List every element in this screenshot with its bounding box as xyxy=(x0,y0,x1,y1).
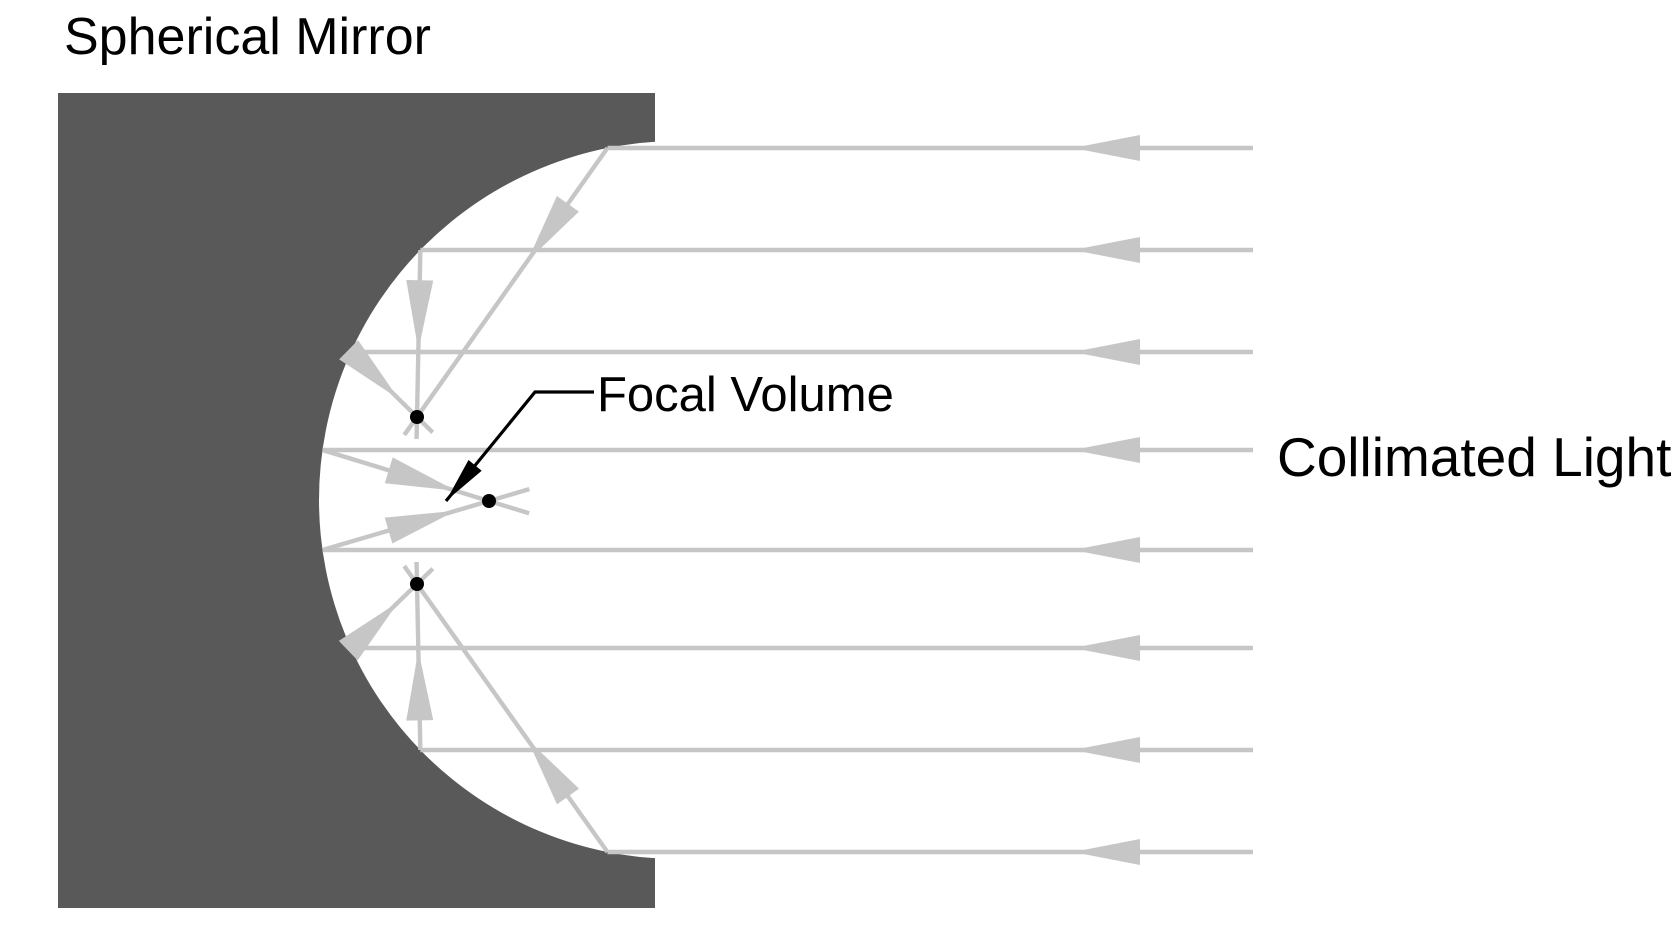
incident-ray-arrowhead xyxy=(1073,737,1140,763)
collimated-light-label: Collimated Light xyxy=(1277,426,1671,488)
incident-ray-arrowhead xyxy=(1073,339,1140,365)
focal-volume-label: Focal Volume xyxy=(597,368,894,422)
reflected-ray-arrowhead xyxy=(384,510,456,544)
incident-ray-arrowhead xyxy=(1073,437,1140,463)
reflected-ray-arrowhead xyxy=(527,739,580,805)
focal-point-dot xyxy=(410,410,424,424)
incident-ray-arrowhead xyxy=(1073,537,1140,563)
reflected-ray xyxy=(402,564,610,854)
reflected-ray-arrowhead xyxy=(384,457,456,491)
leader-line xyxy=(444,390,594,503)
incident-ray-arrowhead xyxy=(1073,135,1140,161)
reflected-ray-arrowhead xyxy=(406,650,434,721)
reflected-ray-arrowhead xyxy=(406,279,434,351)
reflected-ray xyxy=(402,146,610,437)
focal-points xyxy=(410,410,496,591)
focal-volume-leader-arrow xyxy=(444,390,594,503)
reflected-ray-arrowhead xyxy=(527,196,579,261)
incident-ray-arrowhead xyxy=(1073,635,1140,661)
incident-ray-arrowhead xyxy=(1073,237,1140,263)
reflected-ray-arrowhead xyxy=(338,601,399,661)
spherical-mirror-title: Spherical Mirror xyxy=(64,8,431,66)
mirror-surface-cutout xyxy=(319,141,1037,859)
spherical-mirror xyxy=(58,93,1037,908)
reflected-ray-arrowhead xyxy=(339,340,399,399)
leader-arrowhead xyxy=(446,459,482,501)
focal-point-dot xyxy=(410,577,424,591)
light-rays xyxy=(321,135,1253,865)
focal-point-dot xyxy=(482,494,496,508)
incident-ray-arrowhead xyxy=(1073,839,1140,865)
